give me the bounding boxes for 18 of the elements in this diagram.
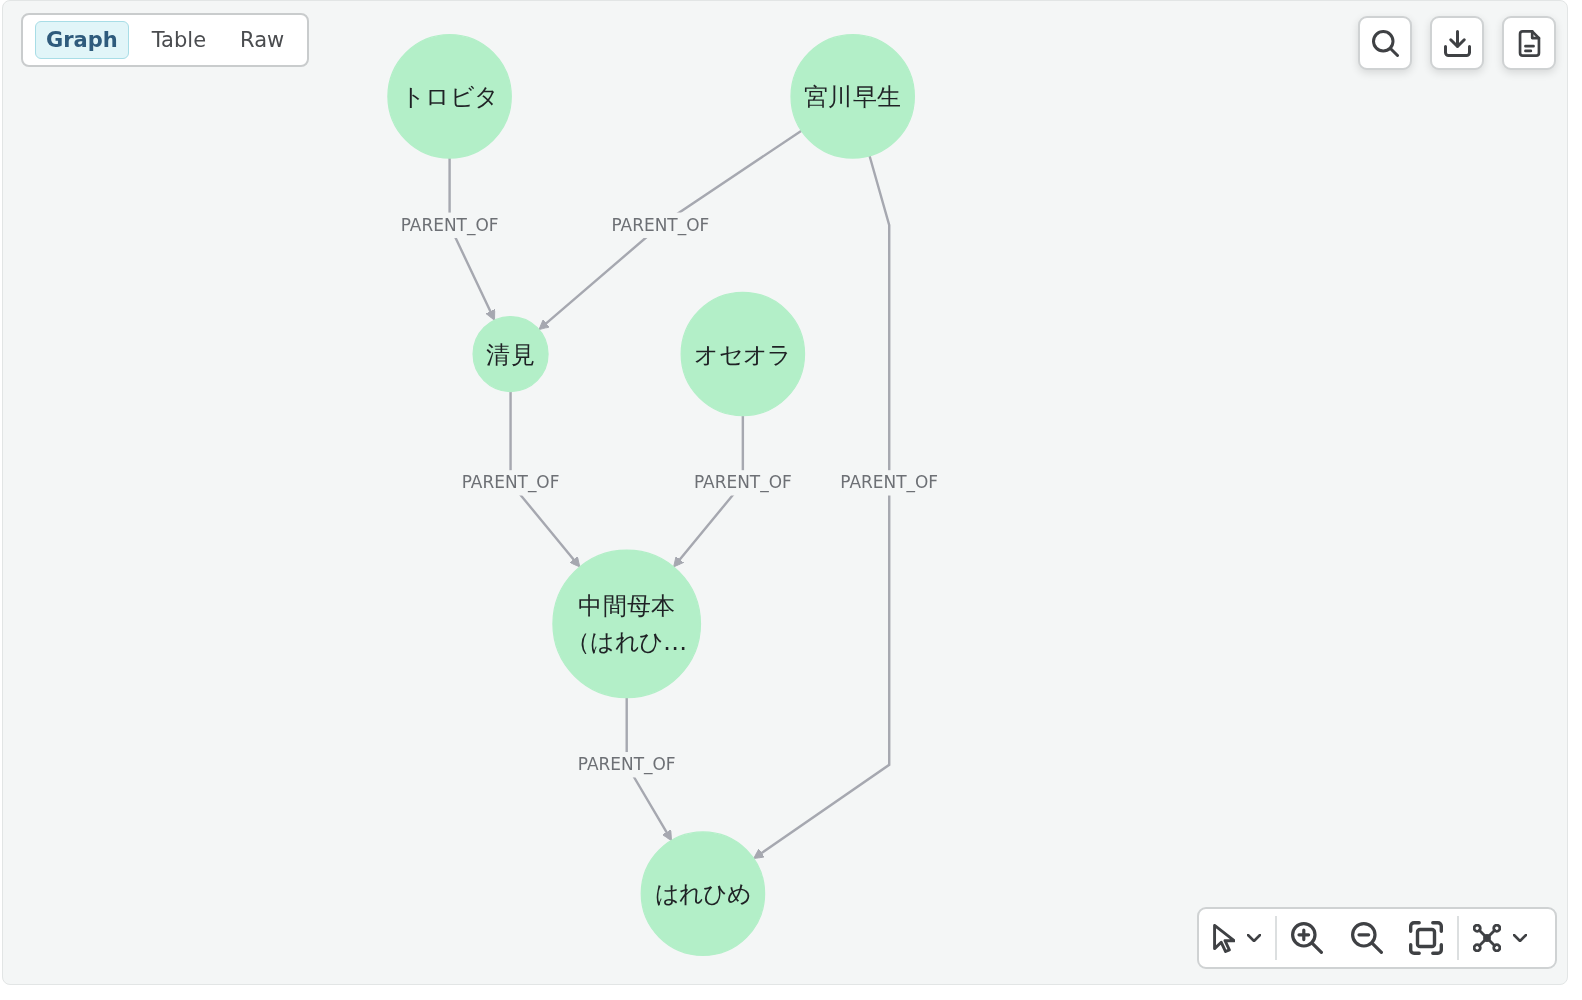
graph-canvas: PARENT_OF PARENT_OF PARENT_OF PARENT_OF PARENT_OF PARENT_OF トロビタ 清見 オセオラ 中間母本（はれひ… 宮川早生 はれひめ Graph Table Raw <box>2 0 1568 985</box>
edge-label: PARENT_OF <box>693 472 792 492</box>
node-circle <box>640 831 766 956</box>
edge-label: PARENT_OF <box>577 754 676 774</box>
view-tab: Table <box>140 21 218 59</box>
selected-view-tab: Graph <box>35 21 129 59</box>
edge-label: PARENT_OF <box>840 472 939 492</box>
view-tab: Raw <box>229 21 296 59</box>
node-circle <box>552 549 702 699</box>
arrow <box>753 155 891 859</box>
node-circle <box>472 315 549 393</box>
node-circle <box>387 34 512 159</box>
edge-label: PARENT_OF <box>461 472 560 492</box>
node-circle <box>680 291 806 417</box>
edge-label: PARENT_OF <box>400 214 499 235</box>
edge-label: PARENT_OF <box>611 214 710 235</box>
node-circle <box>790 34 915 159</box>
arrow <box>538 129 803 331</box>
